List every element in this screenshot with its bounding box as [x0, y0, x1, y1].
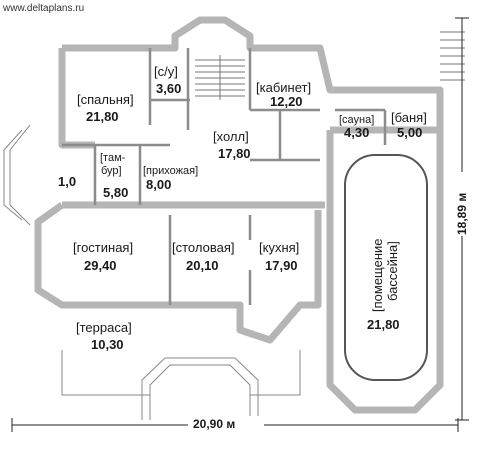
pool-name-1: [помещение — [370, 239, 385, 313]
terrace-name: [терраса] — [76, 320, 132, 335]
bedroom-name: [спальня] — [77, 92, 134, 107]
site-watermark: www.deltaplans.ru — [2, 3, 84, 14]
dining-name: [столовая] — [172, 240, 234, 255]
entry-name: [прихожая] — [143, 165, 198, 177]
entry-area: 8,00 — [146, 177, 171, 192]
office-name: [кабинет] — [256, 80, 311, 95]
interior-walls — [62, 48, 387, 305]
terrace-steps — [61, 350, 301, 420]
wc-name: [с/у] — [154, 64, 178, 79]
width-dimension: 20,90 м — [193, 417, 235, 431]
kitchen-area: 17,90 — [265, 258, 298, 273]
living-area: 29,40 — [84, 258, 117, 273]
vestibule-name-1: [там- — [100, 152, 126, 164]
sauna-name: [сауна] — [339, 114, 374, 126]
office-area: 12,20 — [270, 94, 303, 109]
porch-steps — [3, 124, 31, 226]
hall-area: 17,80 — [218, 146, 251, 161]
pool-basin — [344, 154, 428, 381]
wc-area: 3,60 — [156, 81, 181, 96]
dining-area: 20,10 — [186, 258, 219, 273]
bath-name: [баня] — [391, 110, 427, 125]
bath-area: 5,00 — [397, 125, 422, 140]
pool-area: 21,80 — [367, 317, 400, 332]
porch-area: 1,0 — [58, 174, 76, 189]
sauna-area: 4,30 — [344, 125, 369, 140]
exterior-walls — [34, 16, 444, 414]
vestibule-area: 5,80 — [103, 185, 128, 200]
stairs — [195, 55, 245, 100]
vestibule-name-2: бур] — [101, 165, 122, 177]
terrace-area: 10,30 — [91, 337, 124, 352]
living-name: [гостиная] — [73, 240, 133, 255]
bedroom-area: 21,80 — [86, 109, 119, 124]
side-stairs — [440, 31, 465, 81]
pool-name-2: бассейна] — [385, 241, 400, 301]
kitchen-name: [кухня] — [259, 240, 299, 255]
height-dimension: 18,89 м — [455, 193, 469, 235]
hall-name: [холл] — [213, 129, 249, 144]
